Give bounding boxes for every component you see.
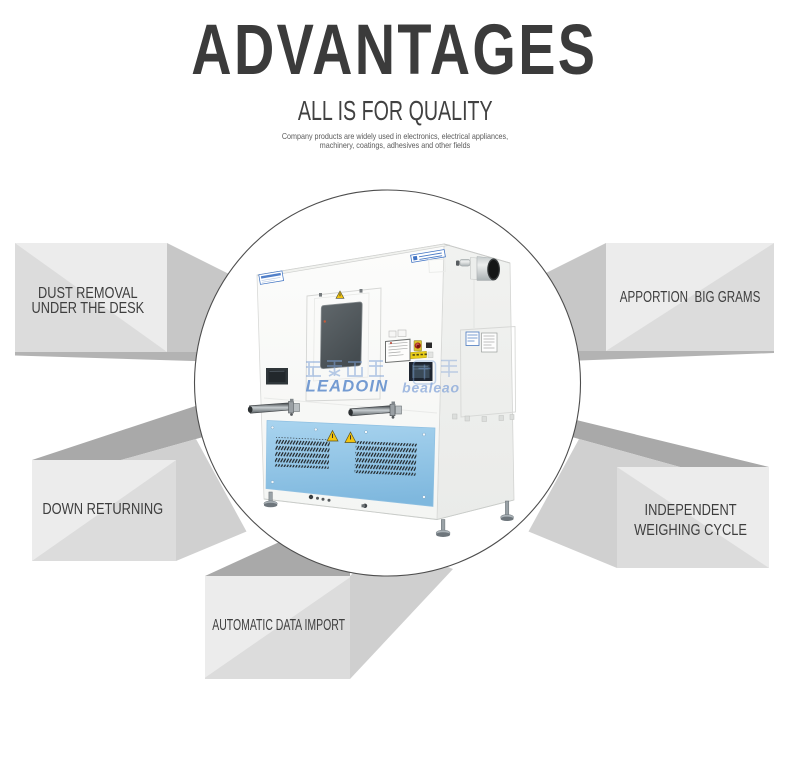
svg-text:bealeao: bealeao [402,380,460,396]
svg-text:LEADOIN: LEADOIN [306,378,389,396]
